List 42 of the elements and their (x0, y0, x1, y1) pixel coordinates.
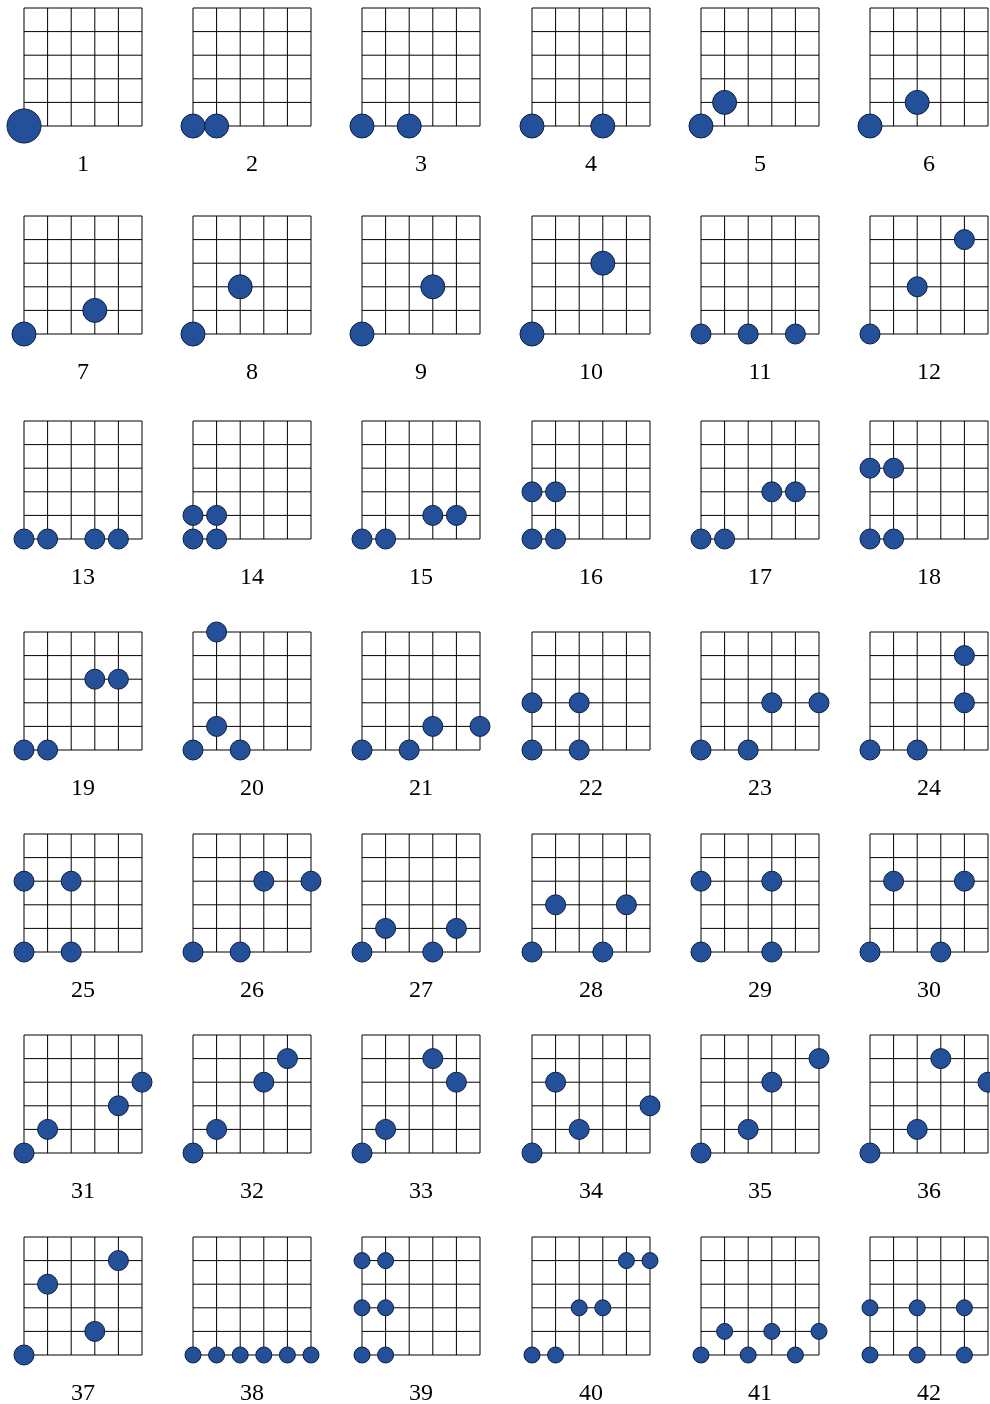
panel-number: 10 (578, 358, 604, 384)
panel-number: 12 (916, 358, 942, 384)
panel-number: 21 (408, 774, 434, 800)
panel-number: 27 (408, 976, 434, 1002)
panel-number: 42 (916, 1379, 942, 1404)
panel-number: 39 (408, 1379, 434, 1404)
panel-number: 32 (239, 1177, 265, 1203)
panel-number: 40 (578, 1379, 604, 1404)
panel-number: 25 (70, 976, 96, 1002)
panel-number: 2 (245, 150, 259, 176)
panel-number: 41 (747, 1379, 773, 1404)
panel-number: 19 (70, 774, 96, 800)
panel-number: 8 (245, 358, 259, 384)
panel-number: 23 (747, 774, 773, 800)
panel-number: 15 (408, 563, 434, 589)
panel-number: 1 (76, 150, 90, 176)
panel-number: 34 (578, 1177, 604, 1203)
panel-number: 16 (578, 563, 604, 589)
panel-number: 20 (239, 774, 265, 800)
panel-number: 13 (70, 563, 96, 589)
panel-number: 24 (916, 774, 942, 800)
panel-number: 14 (239, 563, 265, 589)
panel-number: 7 (76, 358, 90, 384)
panel-number: 38 (239, 1379, 265, 1404)
panel-number: 6 (922, 150, 936, 176)
panel-number: 28 (578, 976, 604, 1002)
panel-number: 26 (239, 976, 265, 1002)
panel-number: 30 (916, 976, 942, 1002)
panel-number: 11 (747, 358, 773, 384)
panel-number: 18 (916, 563, 942, 589)
panel-number: 29 (747, 976, 773, 1002)
panel-number: 35 (747, 1177, 773, 1203)
panel-number: 9 (414, 358, 428, 384)
panel-number: 22 (578, 774, 604, 800)
panel-number: 5 (753, 150, 767, 176)
panel-number: 31 (70, 1177, 96, 1203)
panel-number: 3 (414, 150, 428, 176)
panel-number: 4 (584, 150, 598, 176)
panel-number: 37 (70, 1379, 96, 1404)
panel-number: 17 (747, 563, 773, 589)
panel-number: 33 (408, 1177, 434, 1203)
panel-number: 36 (916, 1177, 942, 1203)
